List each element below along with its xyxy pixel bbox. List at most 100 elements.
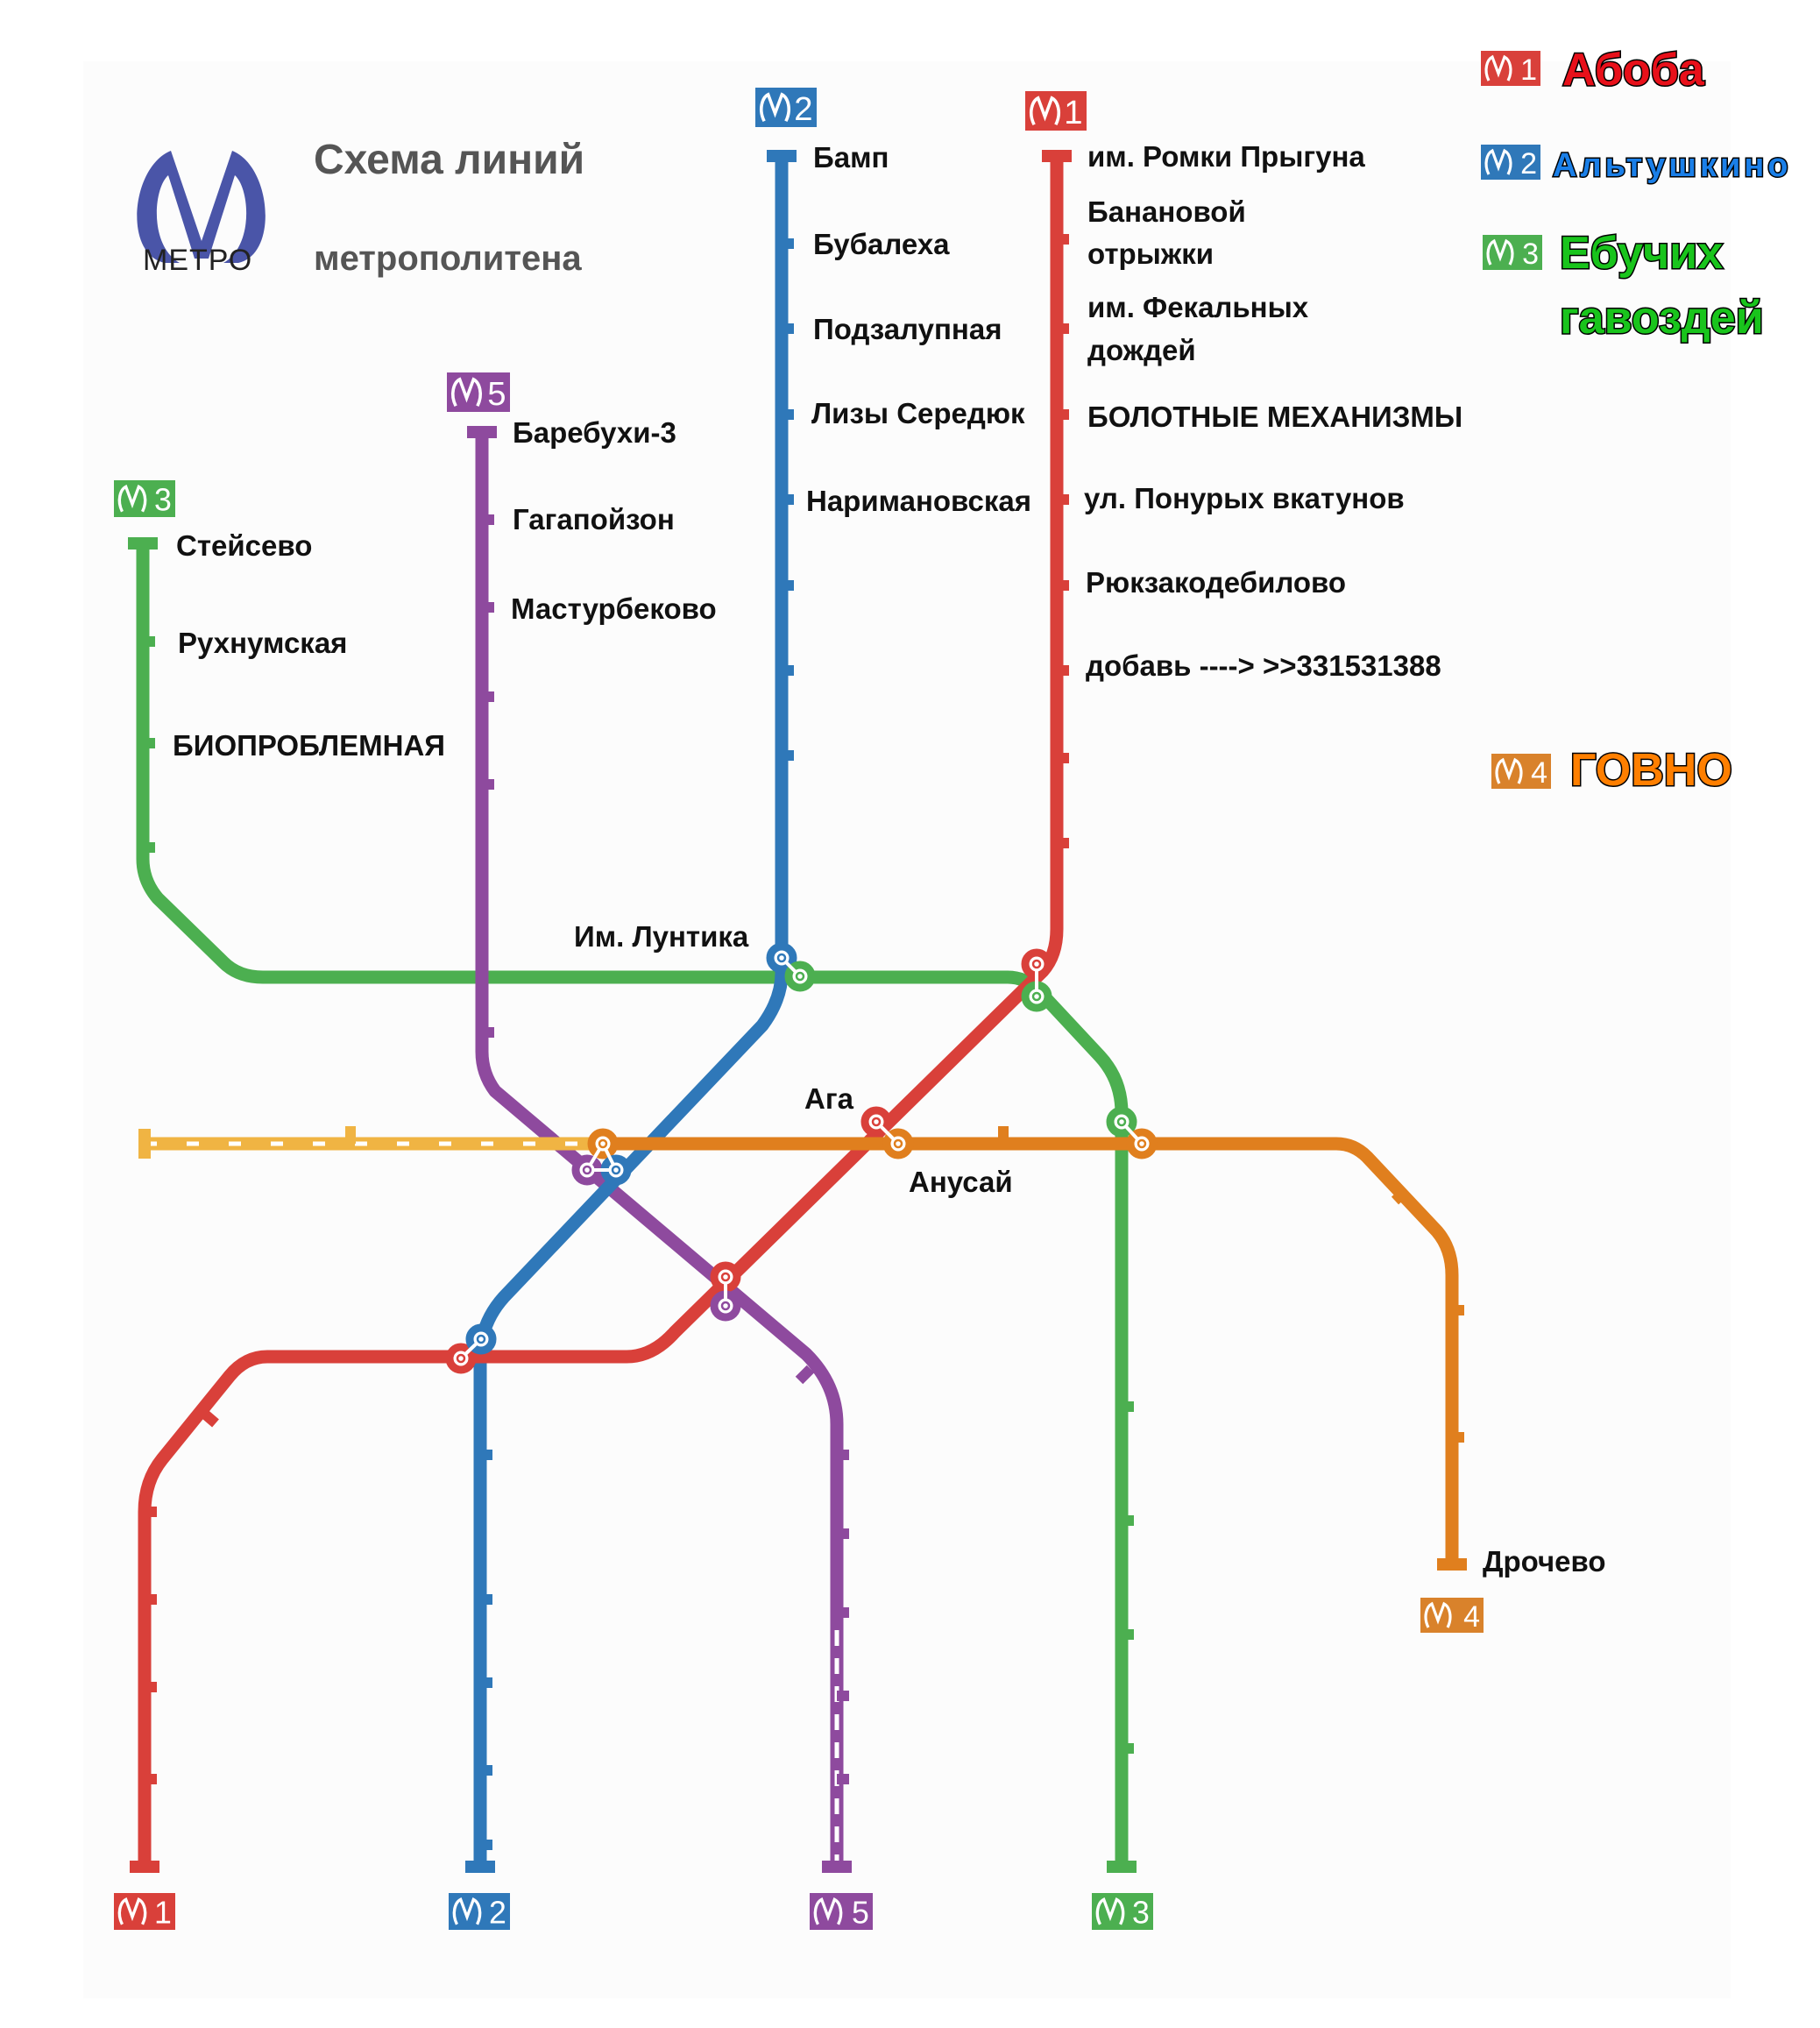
transfer-link [585,1142,605,1172]
interchange-dot [456,1353,466,1364]
station-label[interactable]: БОЛОТНЫЕ МЕХАНИЗМЫ [1087,401,1462,433]
metro-logo-icon [1095,1897,1125,1925]
line-3-green [136,543,1129,1867]
transfer-link [875,1120,900,1145]
interchange-dot [795,971,805,982]
station-label[interactable]: Гагапойзон [513,503,675,535]
legend-name-line2: Альтушкино [1553,147,1792,184]
station-label[interactable]: Бубалеха [813,228,950,260]
line-3-badge-bottom[interactable]: 3 [1092,1893,1153,1931]
transfer-link [459,1337,483,1360]
terminals [128,150,1467,1873]
badge-number: 1 [154,1896,172,1931]
interchange-aga[interactable] [860,1106,914,1159]
interchange-red-purple[interactable] [710,1261,741,1322]
line-5-badge-top[interactable]: 5 [447,372,510,413]
badge-number: 2 [1520,147,1537,181]
badge-number: 5 [487,375,506,413]
interchange-dot [871,1117,882,1127]
station-label[interactable]: им. Фекальных [1087,291,1309,323]
station-label[interactable]: Подзалупная [813,313,1002,345]
line-badges: 2 1 5 3 1 2 5 3 4 [114,88,1484,1931]
station-marker[interactable] [795,1365,815,1385]
station-label[interactable]: Бамп [813,141,889,174]
interchange-dot [720,1272,731,1282]
legend-name-line1: Абоба [1562,45,1705,96]
station-label[interactable]: Лизы Середюк [811,397,1025,429]
badge-number: 3 [154,483,172,518]
legend-name-line4: ГОВНО [1570,745,1732,796]
badge-number: 3 [1132,1896,1150,1931]
metro-logo: МЕТРО [137,151,266,277]
metro-m-icon [137,151,266,263]
interchange-dot [582,1165,592,1175]
station-label[interactable]: дождей [1087,334,1196,366]
station-marker[interactable] [1391,1186,1411,1205]
legend-badge-1[interactable]: 1 [1481,51,1540,87]
metro-logo-icon [117,1897,147,1925]
legend-badge-3[interactable]: 3 [1483,235,1542,271]
station-label[interactable]: Рюкзакодебилово [1086,566,1346,599]
interchange-red-blue[interactable] [445,1323,497,1374]
interchange-dot [1137,1138,1147,1149]
line-2-badge-bottom[interactable]: 2 [449,1893,510,1931]
interchange-green-orange[interactable] [1106,1106,1158,1159]
transfer-link [1120,1120,1144,1145]
interchange-label-aga[interactable]: Ага [804,1082,854,1115]
line-1-badge-top[interactable]: 1 [1025,91,1087,131]
badge-number: 5 [852,1896,869,1931]
station-ticks [143,234,1464,1850]
metro-logo-icon [1424,1601,1452,1628]
station-label[interactable]: Стейсево [176,529,312,562]
badge-number: 3 [1522,238,1539,271]
station-label[interactable]: отрыжки [1087,238,1214,270]
line-3-badge-top[interactable]: 3 [114,480,175,518]
interchange-green-red[interactable] [1021,948,1052,1012]
line-1-badge-bottom[interactable]: 1 [114,1893,175,1931]
legend-badge-2[interactable]: 2 [1481,145,1540,181]
metro-logo-icon [760,92,790,123]
metro-logo-icon [1495,757,1523,784]
station-label[interactable]: ул. Понурых вкатунов [1084,482,1405,514]
interchange-dot [720,1301,731,1311]
station-label[interactable]: Баребухи-3 [513,416,676,449]
interchange-dot [476,1334,486,1344]
badge-number: 2 [489,1896,506,1931]
interchange-label-anusai[interactable]: Анусай [909,1166,1013,1198]
station-label[interactable]: Мастурбеково [511,592,717,625]
metro-logo-icon [452,1897,482,1925]
station-label[interactable]: БИОПРОБЛЕМНАЯ [173,729,445,762]
interchange-dot [1031,959,1042,969]
station-marker[interactable] [200,1408,219,1428]
badge-number: 2 [794,90,812,128]
interchange-dot [611,1165,621,1175]
map-title-line2: метрополитена [314,239,582,278]
badge-number: 1 [1064,94,1082,131]
map-title-line1: Схема линий [314,137,584,183]
station-label[interactable]: добавь ----> >>331531388 [1086,649,1441,682]
interchange-dot [1031,991,1042,1002]
interchange-dot [598,1138,608,1149]
interchange-triple[interactable] [571,1128,632,1186]
badge-number: 4 [1531,756,1547,790]
transfer-link [601,1143,618,1171]
line-5-badge-bottom[interactable]: 5 [810,1893,873,1931]
interchange-dot [776,953,787,963]
station-label[interactable]: Рухнумская [178,627,347,659]
interchange-luntik[interactable] [766,942,816,992]
badge-number: 4 [1463,1600,1480,1634]
station-label[interactable]: им. Ромки Прыгуна [1087,140,1365,173]
line-2-badge-top[interactable]: 2 [755,88,817,128]
map-background [83,61,1731,1998]
station-label[interactable]: Банановой [1087,195,1246,228]
metro-logo-icon [1484,54,1512,82]
interchange-label-luntik[interactable]: Им. Лунтика [574,920,749,953]
station-label[interactable]: Наримановская [806,485,1031,517]
station-label[interactable]: Дрочево [1483,1545,1606,1578]
line-4-badge-bottom[interactable]: 4 [1420,1598,1484,1634]
metro-logo-icon [1484,148,1512,175]
legend-badge-4[interactable]: 4 [1491,754,1551,790]
interchange-nodes [445,942,1158,1374]
legend-name-line3-a: Ебучих [1560,228,1723,279]
